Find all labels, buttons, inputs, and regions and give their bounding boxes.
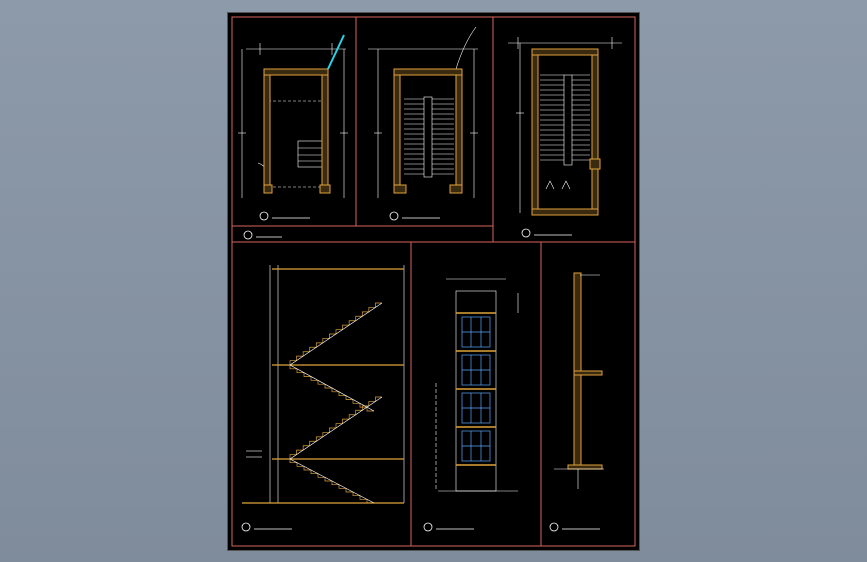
view-label-2 bbox=[389, 211, 440, 221]
top-floor-plan bbox=[243, 37, 622, 240]
ground-floor-plan bbox=[238, 34, 348, 221]
stair-section bbox=[241, 265, 405, 532]
view-label-1 bbox=[259, 211, 310, 221]
view-label-3 bbox=[243, 228, 572, 240]
sheet-frame bbox=[231, 16, 636, 547]
stair-elevation bbox=[423, 278, 519, 532]
typical-floor-plan bbox=[368, 26, 478, 221]
wall-detail bbox=[549, 272, 604, 532]
view-label-4 bbox=[241, 522, 292, 532]
drawing-sheet bbox=[228, 13, 639, 550]
view-label-5 bbox=[423, 522, 474, 532]
drawing-canvas bbox=[231, 16, 636, 547]
view-label-6 bbox=[549, 522, 600, 532]
